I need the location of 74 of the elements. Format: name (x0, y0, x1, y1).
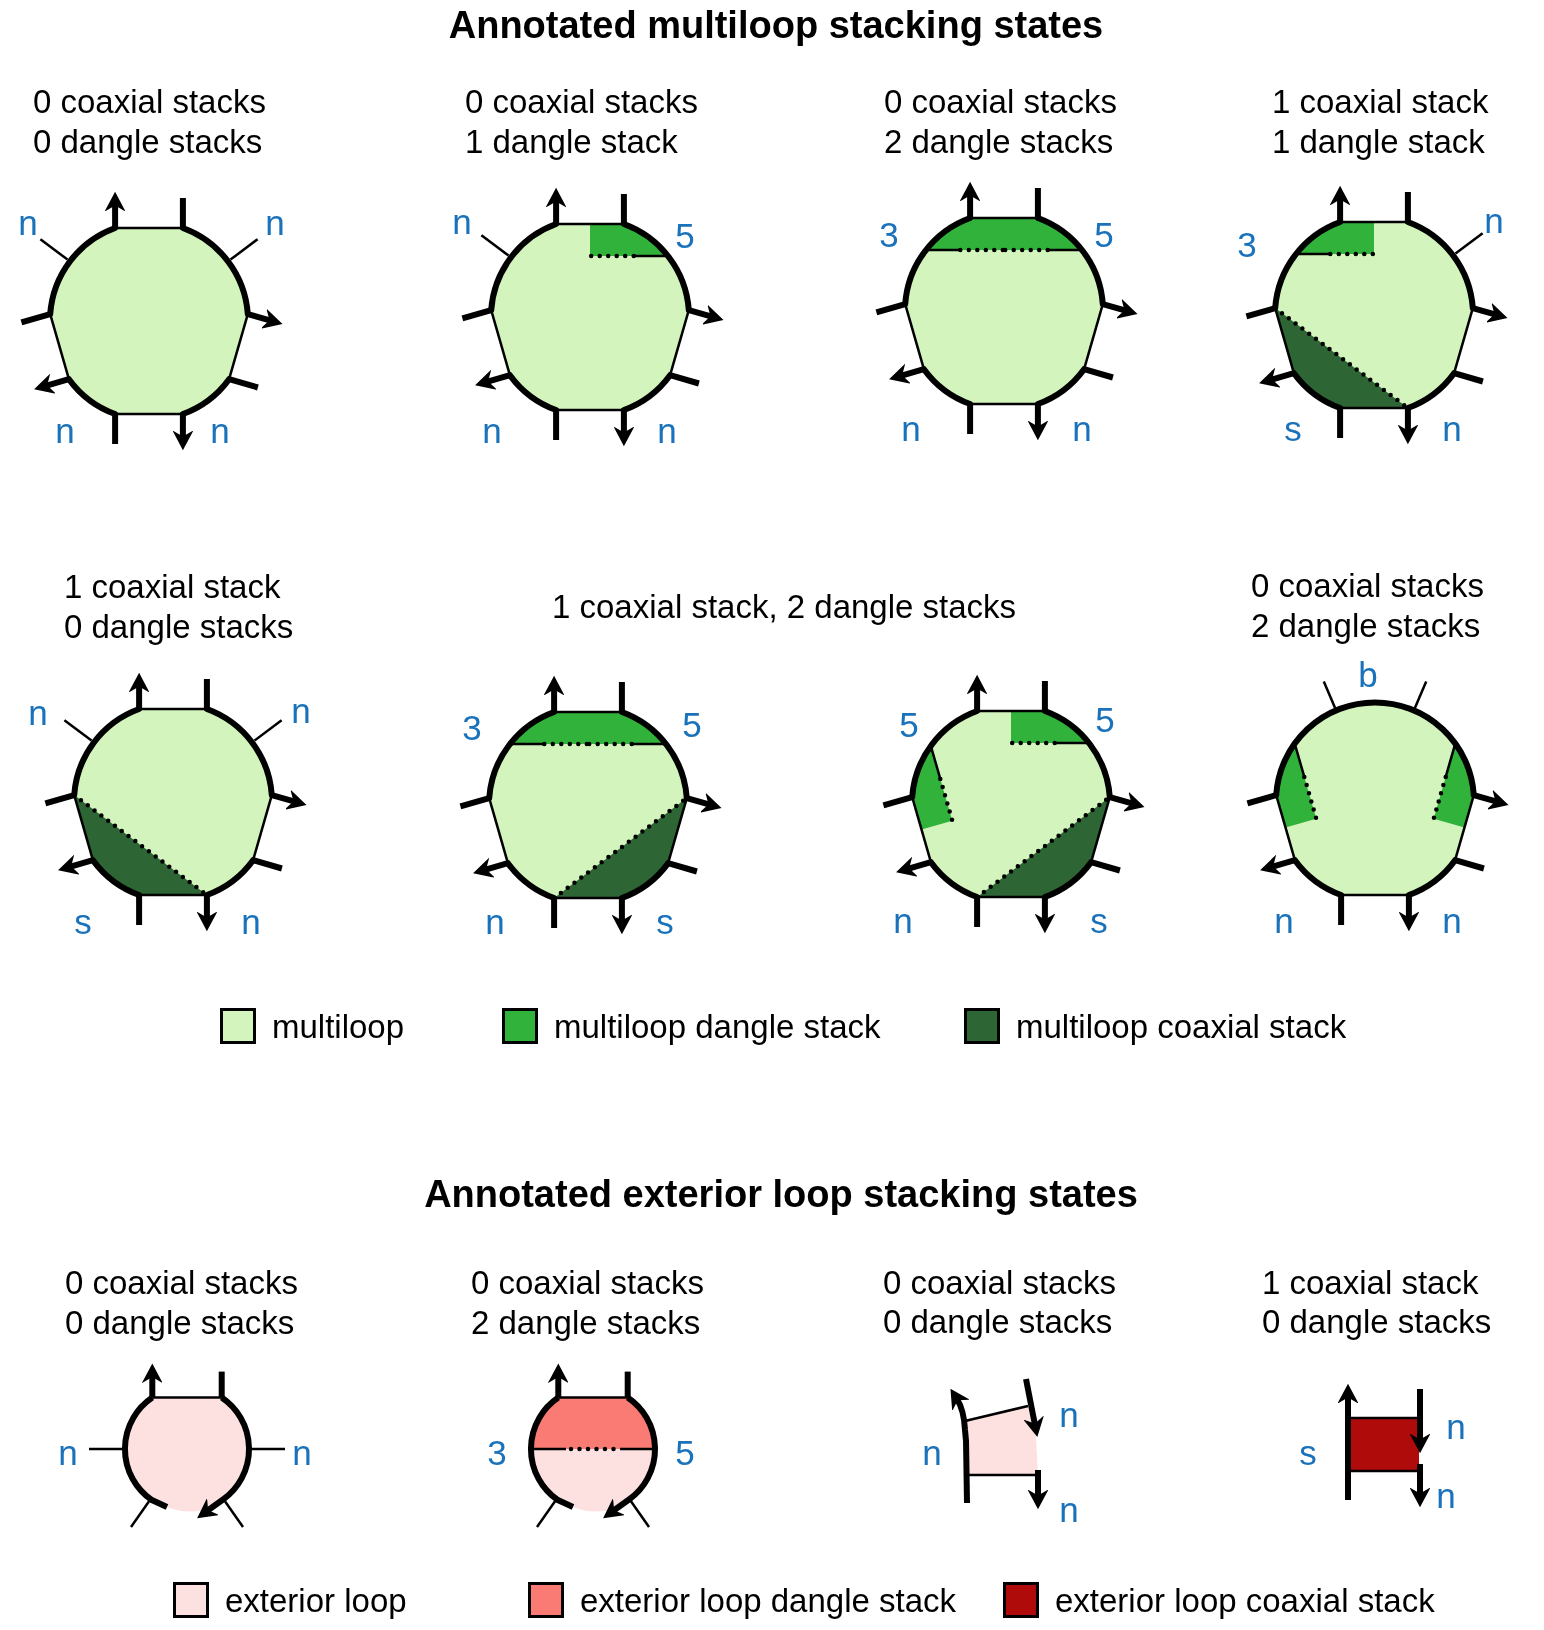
annotation-letter: n (482, 412, 502, 448)
annotation-letter: 3 (462, 709, 482, 745)
state-caption: 0 coaxial stacks (33, 84, 266, 118)
state-caption: 1 coaxial stack (1262, 1265, 1479, 1299)
state-caption: 0 dangle stacks (65, 1305, 295, 1339)
annotation-letter: n (241, 903, 261, 939)
annotation-letter: n (922, 1434, 942, 1470)
annotation-letter: n (1446, 1408, 1466, 1444)
annotation-letter: n (18, 204, 38, 240)
state-caption: 1 dangle stack (465, 124, 678, 158)
state-caption: 0 coaxial stacks (65, 1265, 298, 1299)
annotation-letter: n (58, 1434, 78, 1470)
legend-label: multiloop (272, 1009, 405, 1043)
annotation-letter: s (74, 903, 92, 939)
annotation-letter: 5 (1095, 701, 1115, 737)
exterior-loop-diagram (89, 1371, 285, 1528)
state-caption: 2 dangle stacks (1251, 608, 1481, 642)
multiloop-diagram (20, 198, 259, 444)
annotation-letter: s (1284, 410, 1302, 446)
legend-label: multiloop dangle stack (554, 1009, 881, 1043)
annotation-letter: n (1274, 902, 1294, 938)
exterior-loop-diagram (528, 1371, 655, 1528)
annotation-letter: n (452, 203, 472, 239)
legend-label: exterior loop dangle stack (580, 1583, 957, 1617)
section-heading: Annotated exterior loop stacking states (424, 1175, 1138, 1213)
annotation-letter: s (1299, 1434, 1317, 1470)
state-caption: 1 coaxial stack (1272, 84, 1489, 118)
state-caption: 0 dangle stacks (1262, 1304, 1492, 1338)
annotation-letter: n (1059, 1491, 1079, 1527)
state-caption: 0 dangle stacks (33, 124, 263, 158)
diagram-title: Annotated multiloop stacking states (448, 6, 1104, 44)
state-caption: 0 dangle stacks (883, 1304, 1113, 1338)
state-caption: 0 coaxial stacks (465, 84, 698, 118)
annotation-letter: n (893, 902, 913, 938)
annotation-letter: 5 (1094, 216, 1114, 252)
state-caption: 0 coaxial stacks (1251, 568, 1484, 602)
annotation-letter: n (657, 412, 677, 448)
state-caption: 1 coaxial stack, 2 dangle stacks (552, 589, 1017, 623)
annotation-letter: n (1072, 410, 1092, 446)
annotation-letter: n (901, 410, 921, 446)
state-caption: 0 coaxial stacks (884, 84, 1117, 118)
legend-label: multiloop coaxial stack (1016, 1009, 1347, 1043)
state-caption: 2 dangle stacks (471, 1305, 701, 1339)
state-caption: 0 dangle stacks (64, 609, 294, 643)
state-caption: 1 coaxial stack (64, 569, 281, 603)
annotation-letter: n (1484, 202, 1504, 238)
annotation-letter: n (55, 412, 75, 448)
annotation-letter: s (1090, 902, 1108, 938)
annotation-letter: n (485, 903, 505, 939)
annotation-letter: s (656, 903, 674, 939)
annotation-letter: n (28, 694, 48, 730)
annotation-letter: 3 (1237, 226, 1257, 262)
legend-label: exterior loop (225, 1583, 407, 1617)
state-caption: 0 coaxial stacks (883, 1265, 1116, 1299)
annotation-letter: 5 (899, 706, 919, 742)
exterior-loop-diagram (963, 1404, 1038, 1504)
legend-label: exterior loop coaxial stack (1055, 1583, 1435, 1617)
state-caption: 1 dangle stack (1272, 124, 1485, 158)
annotation-letter: 3 (879, 216, 899, 252)
annotation-letter: n (265, 204, 285, 240)
annotation-letter: n (291, 692, 311, 728)
annotation-letter: n (1059, 1396, 1079, 1432)
annotation-letter: b (1358, 656, 1378, 692)
annotation-letter: 5 (682, 706, 702, 742)
state-caption: 0 coaxial stacks (471, 1265, 704, 1299)
state-caption: 2 dangle stacks (884, 124, 1114, 158)
annotation-letter: n (210, 412, 230, 448)
annotation-letter: n (1442, 902, 1462, 938)
annotation-letter: 5 (675, 1434, 695, 1470)
annotation-letter: 3 (487, 1434, 507, 1470)
annotation-letter: n (1442, 410, 1462, 446)
annotation-letter: n (1436, 1477, 1456, 1513)
annotation-letter: 5 (675, 217, 695, 253)
annotation-letter: n (292, 1434, 312, 1470)
